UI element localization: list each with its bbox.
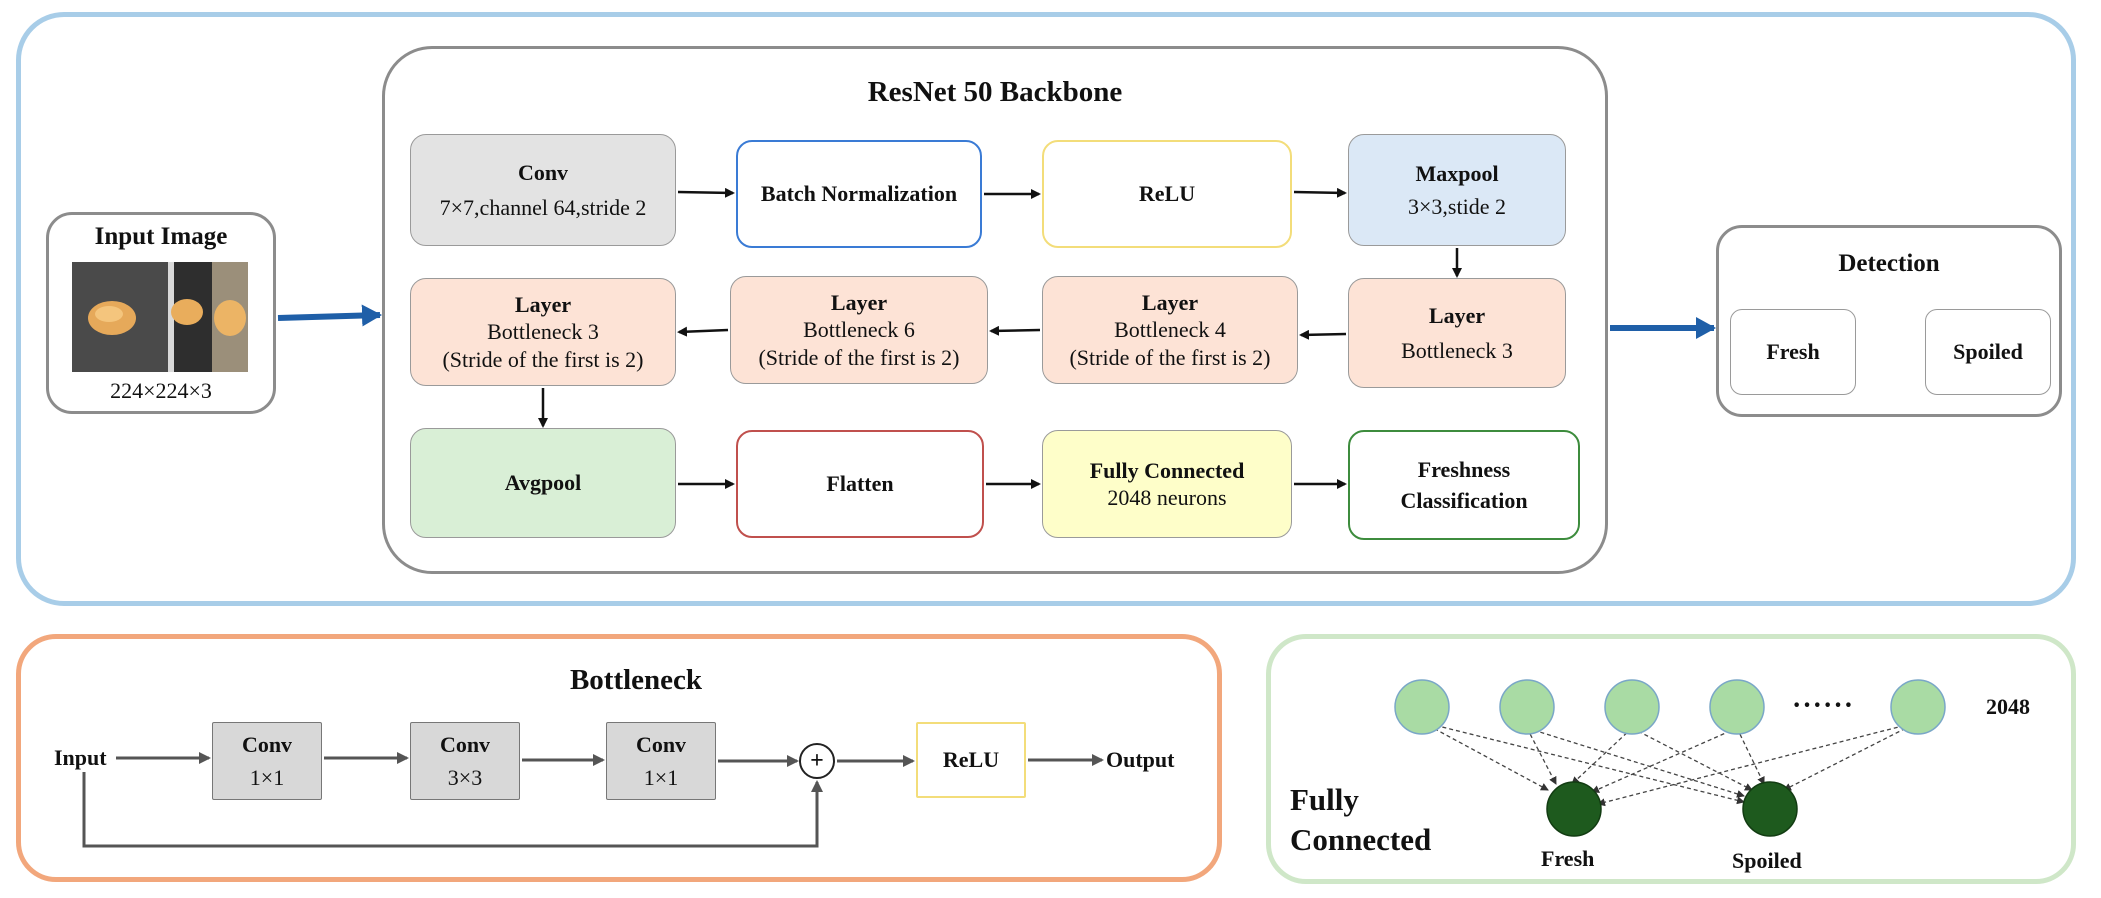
layer-bottleneck: Bottleneck 3: [487, 319, 599, 345]
bottleneck-input-label: Input: [54, 745, 107, 770]
conv-kernel: 1×1: [643, 765, 679, 790]
detection-spoiled: Spoiled: [1925, 309, 2051, 395]
fc-input-neuron: [1890, 679, 1946, 735]
fc-title-line1: Fully: [1290, 782, 1359, 817]
layer-stride: (Stride of the first is 2): [442, 346, 644, 372]
relu-block: ReLU: [1042, 140, 1292, 248]
backbone-title: ResNet 50 Backbone: [867, 76, 1123, 108]
fc-ellipsis: ······: [1792, 690, 1855, 721]
bottleneck-conv-3x3: Conv 3×3: [410, 722, 520, 800]
fc-input-neuron: [1709, 679, 1765, 735]
fc-output-neuron-fresh: [1546, 781, 1602, 837]
freshness-line1: Freshness: [1417, 456, 1511, 482]
conv-kernel: 1×1: [249, 765, 285, 790]
maxpool-detail: 3×3,stide 2: [1408, 194, 1506, 219]
layer-stride: (Stride of the first is 2): [1069, 344, 1271, 370]
fully-connected-detail: 2048 neurons: [1107, 485, 1227, 510]
arrow-relu-to-maxpool: [1293, 187, 1347, 198]
fc-input-neuron: [1499, 679, 1555, 735]
backbone-container: [382, 46, 1608, 574]
layer-stride: (Stride of the first is 2): [758, 344, 960, 370]
maxpool-title: Maxpool: [1415, 160, 1499, 186]
fc-output-neuron-spoiled: [1742, 781, 1798, 837]
batch-normalization-block: Batch Normalization: [736, 140, 982, 248]
conv-kernel: 3×3: [447, 765, 483, 790]
bottleneck-add-node: +: [799, 743, 835, 779]
layer-block-bottleneck-3-a: Layer Bottleneck 3 (Stride of the first …: [410, 278, 676, 386]
conv-label: Conv: [439, 731, 491, 757]
conv-block: Conv 7×7,channel 64,stride 2: [410, 134, 676, 246]
detection-title: Detection: [1838, 250, 1940, 277]
input-to-backbone-arrow: [277, 304, 382, 327]
fully-connected-title: Fully Connected: [1089, 457, 1245, 483]
main-panel: [16, 12, 2076, 606]
bottleneck-conv-1x1-a: Conv 1×1: [212, 722, 322, 800]
conv-detail: 7×7,channel 64,stride 2: [439, 195, 647, 220]
freshness-line2: Classification: [1400, 488, 1528, 513]
layer-title: Layer: [1141, 289, 1199, 315]
conv-title: Conv: [517, 159, 569, 185]
avgpool-block: Avgpool: [410, 428, 676, 538]
conv-label: Conv: [635, 731, 687, 757]
bn-skip-connection: [82, 772, 823, 848]
input-size-label: 224×224×3: [110, 378, 212, 403]
fully-connected-panel: [1266, 634, 2076, 884]
maxpool-block: Maxpool 3×3,stide 2: [1348, 134, 1566, 246]
fc-input-neuron: [1394, 679, 1450, 735]
fully-connected-block: Fully Connected 2048 neurons: [1042, 430, 1292, 538]
bottleneck-output-label: Output: [1106, 747, 1175, 772]
bottleneck-relu-block: ReLU: [916, 722, 1026, 798]
freshness-classification-block: Freshness Classification: [1348, 430, 1580, 540]
layer-title: Layer: [514, 291, 572, 317]
layer-bottleneck: Bottleneck 3: [1401, 338, 1513, 363]
input-photo: [72, 262, 248, 372]
bottleneck-panel: [16, 634, 1222, 882]
arrow-layer6-to-layer3: [677, 326, 729, 337]
fc-input-neuron: [1604, 679, 1660, 735]
layer-block-bottleneck-3-b: Layer Bottleneck 3: [1348, 278, 1566, 388]
fc-neuron-count: 2048: [1986, 694, 2030, 719]
flatten-block: Flatten: [736, 430, 984, 538]
fc-output-fresh-label: Fresh: [1541, 846, 1595, 871]
layer-block-bottleneck-4: Layer Bottleneck 4 (Stride of the first …: [1042, 276, 1298, 384]
layer-bottleneck: Bottleneck 6: [803, 317, 915, 343]
input-image-box: [46, 212, 276, 414]
layer-title: Layer: [1428, 302, 1486, 328]
fc-title-line2: Connected: [1290, 822, 1432, 857]
arrow-layer4-to-layer6: [989, 325, 1041, 336]
arrow-layer3-to-layer4: [1299, 329, 1347, 340]
detection-box: [1716, 225, 2062, 417]
fc-edges: [1421, 721, 1919, 807]
layer-block-bottleneck-6: Layer Bottleneck 6 (Stride of the first …: [730, 276, 988, 384]
fc-output-spoiled-label: Spoiled: [1732, 848, 1802, 873]
arrow-conv-to-bn: [677, 187, 735, 198]
layer-title: Layer: [830, 289, 888, 315]
layer-bottleneck: Bottleneck 4: [1114, 317, 1226, 343]
input-image-title: Input Image: [94, 223, 228, 250]
detection-fresh: Fresh: [1730, 309, 1856, 395]
bottleneck-conv-1x1-b: Conv 1×1: [606, 722, 716, 800]
bottleneck-title: Bottleneck: [569, 664, 703, 696]
conv-label: Conv: [241, 731, 293, 757]
